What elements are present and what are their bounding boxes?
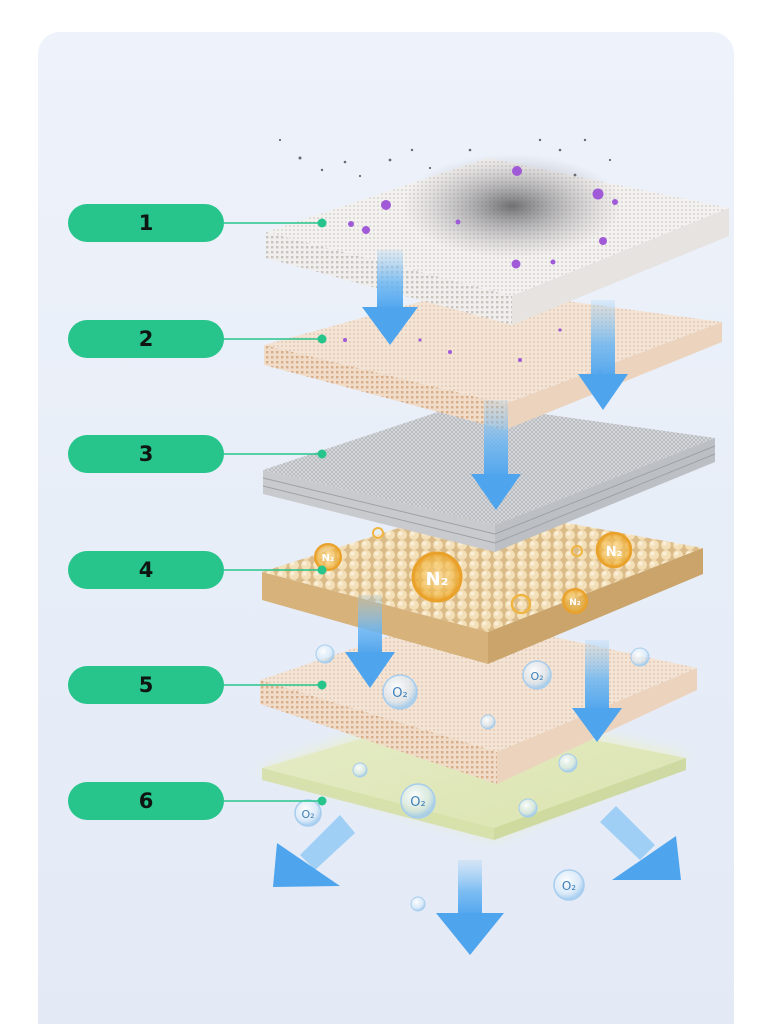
bubble-icon [315, 644, 335, 664]
connector-dot [317, 565, 327, 575]
layer-number: 2 [138, 327, 154, 351]
layer-label-5: 5 [68, 666, 224, 704]
down-arrow-icon [471, 400, 521, 510]
connector-dot [317, 796, 327, 806]
connector-dot [317, 680, 327, 690]
svg-text:N₂: N₂ [322, 553, 335, 564]
layer-number: 5 [138, 673, 154, 697]
svg-text:O₂: O₂ [301, 808, 314, 821]
n2-molecule-icon: N₂ [562, 588, 588, 614]
svg-text:N₂: N₂ [569, 598, 581, 608]
dust-specks [278, 138, 612, 178]
svg-text:O₂: O₂ [392, 686, 407, 701]
oxygen-bubbles: O₂ O₂ O₂ O₂ O₂ [294, 644, 650, 912]
layer-number: 1 [138, 211, 154, 235]
layer-label-2: 2 [68, 320, 224, 358]
o2-bubble-icon: O₂ [382, 674, 418, 710]
n2-molecule-icon: N₂ [595, 531, 633, 569]
nitrogen-molecules: N₂ N₂ N₂ N₂ [314, 527, 633, 615]
layer-label-6: 6 [68, 782, 224, 820]
label-connectors [224, 218, 327, 806]
bubble-icon [352, 762, 368, 778]
bubble-icon [558, 753, 578, 773]
svg-text:O₂: O₂ [530, 670, 543, 683]
o2-bubble-icon: O₂ [553, 869, 585, 901]
connector-dot [317, 218, 327, 228]
layer-number: 3 [138, 442, 154, 466]
down-arrow-icon [345, 595, 395, 688]
bubble-icon [630, 647, 650, 667]
down-arrow-icon [436, 860, 504, 955]
o2-bubble-icon: O₂ [400, 783, 436, 819]
o2-bubble-icon: O₂ [522, 660, 552, 690]
svg-text:N₂: N₂ [606, 545, 623, 560]
ring-icon [372, 527, 384, 539]
layer-label-3: 3 [68, 435, 224, 473]
n2-molecule-icon: N₂ [411, 551, 463, 603]
connector-dot [317, 449, 327, 459]
bubble-icon [480, 714, 496, 730]
svg-text:N₂: N₂ [426, 569, 449, 590]
down-arrow-icon [362, 250, 418, 345]
layer-label-4: 4 [68, 551, 224, 589]
down-right-arrow-icon [600, 806, 681, 880]
airflow-arrows [273, 250, 681, 955]
o2-bubble-icon: O₂ [294, 799, 322, 827]
down-arrow-icon [578, 300, 628, 410]
dust-cloud [402, 154, 622, 258]
layer-number: 6 [138, 789, 154, 813]
down-left-arrow-icon [273, 815, 355, 887]
bubble-icon [518, 798, 538, 818]
bubble-icon [410, 896, 426, 912]
layer-1-top-mesh [266, 154, 729, 325]
svg-text:O₂: O₂ [562, 879, 576, 893]
layer-label-1: 1 [68, 204, 224, 242]
down-arrow-icon [572, 640, 622, 742]
ring-icon [510, 593, 532, 615]
svg-text:O₂: O₂ [410, 795, 425, 810]
layer-number: 4 [138, 558, 154, 582]
ring-icon [571, 545, 583, 557]
n2-molecule-icon: N₂ [314, 543, 342, 571]
connector-dot [317, 334, 327, 344]
